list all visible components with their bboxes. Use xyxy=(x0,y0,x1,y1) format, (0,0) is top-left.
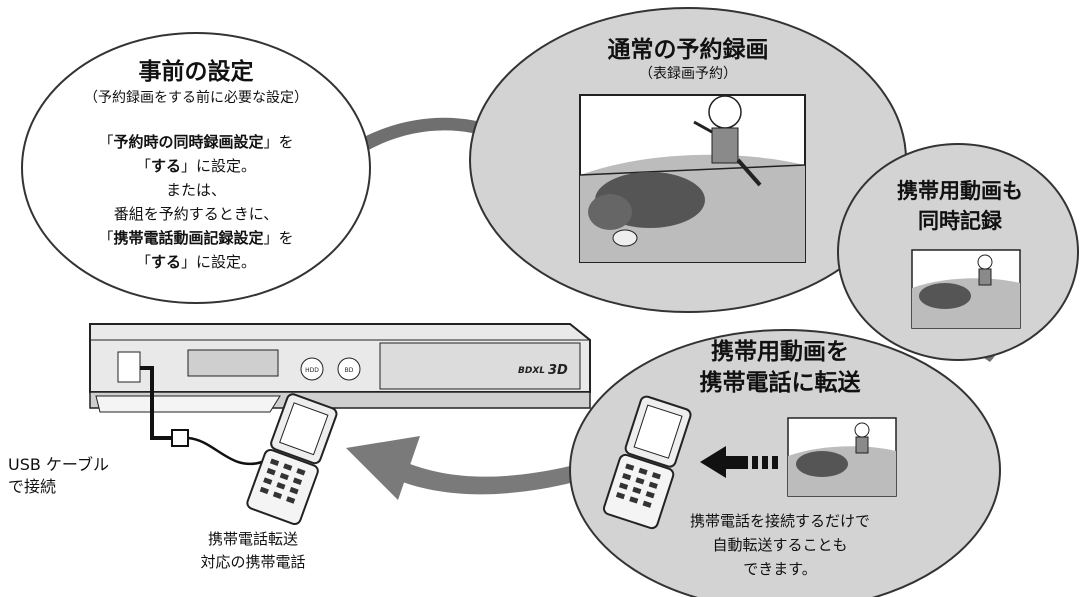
pre-settings-line5: 「携帯電話動画記録設定」を xyxy=(46,229,346,248)
phone-caption-line1: 携帯電話転送 xyxy=(207,530,298,548)
setting-value: する xyxy=(150,157,181,175)
pre-settings-subtitle: （予約録画をする前に必要な設定） xyxy=(84,90,308,106)
usb-label-line1: USB ケーブル xyxy=(8,455,109,474)
bracket: 「 xyxy=(98,133,114,151)
recorder-3d-mark: 3D xyxy=(548,363,568,378)
recorder-bdxl-mark: BDXL xyxy=(518,366,545,376)
return-arrow xyxy=(346,436,575,500)
recorded-scene-transfer xyxy=(787,417,897,497)
transfer-arrow xyxy=(700,446,778,478)
setting-name: 予約時の同時録画設定 xyxy=(113,133,264,151)
setting-value: する xyxy=(150,253,181,271)
usb-label-line2: で接続 xyxy=(8,477,57,496)
recorder-hdd-button: HDD xyxy=(305,367,319,374)
recorder-bd-button: BD xyxy=(345,367,354,374)
recorded-scene-small xyxy=(911,249,1021,329)
bracket: 「 xyxy=(135,253,151,271)
bracket: 」に設定。 xyxy=(181,253,257,271)
pre-settings-bubble xyxy=(21,32,371,304)
pre-settings-title: 事前の設定 xyxy=(138,59,254,85)
pre-settings-line3: または、 xyxy=(165,181,226,199)
mobile-video-line1: 携帯用動画も xyxy=(897,179,1023,203)
transfer-title-line2: 携帯電話に転送 xyxy=(699,370,861,396)
setting-name: 携帯電話動画記録設定 xyxy=(113,229,264,247)
usb-cable xyxy=(140,366,263,466)
transfer-note-line2: 自動転送することも xyxy=(712,536,848,554)
bracket: 「 xyxy=(135,157,151,175)
bracket: 」を xyxy=(263,133,294,151)
mobile-video-line2: 同時記録 xyxy=(918,209,1002,233)
connector-band xyxy=(345,117,500,160)
normal-recording-title: 通常の予約録画 xyxy=(607,37,769,63)
phone-icon-transfer xyxy=(602,395,692,530)
bracket: 「 xyxy=(98,229,114,247)
pre-settings-line2: 「する」に設定。 xyxy=(46,157,346,176)
pre-settings-line1: 「予約時の同時録画設定」を xyxy=(46,133,346,152)
phone-caption-line2: 対応の携帯電話 xyxy=(200,553,306,571)
pre-settings-line6: 「する」に設定。 xyxy=(46,253,346,272)
transfer-bubble xyxy=(569,329,1001,597)
normal-recording-subtitle: （表録画予約） xyxy=(639,66,737,82)
bracket: 」に設定。 xyxy=(181,157,257,175)
transfer-note-line1: 携帯電話を接続するだけで xyxy=(689,512,870,530)
transfer-note-line3: できます。 xyxy=(743,560,817,578)
recorder-device xyxy=(89,323,591,413)
transfer-title-line1: 携帯用動画を xyxy=(711,339,849,365)
phone-icon-connected xyxy=(246,393,338,526)
pre-settings-line4: 番組を予約するときに、 xyxy=(113,205,279,223)
bracket: 」を xyxy=(263,229,294,247)
recorded-scene-large xyxy=(579,94,806,263)
